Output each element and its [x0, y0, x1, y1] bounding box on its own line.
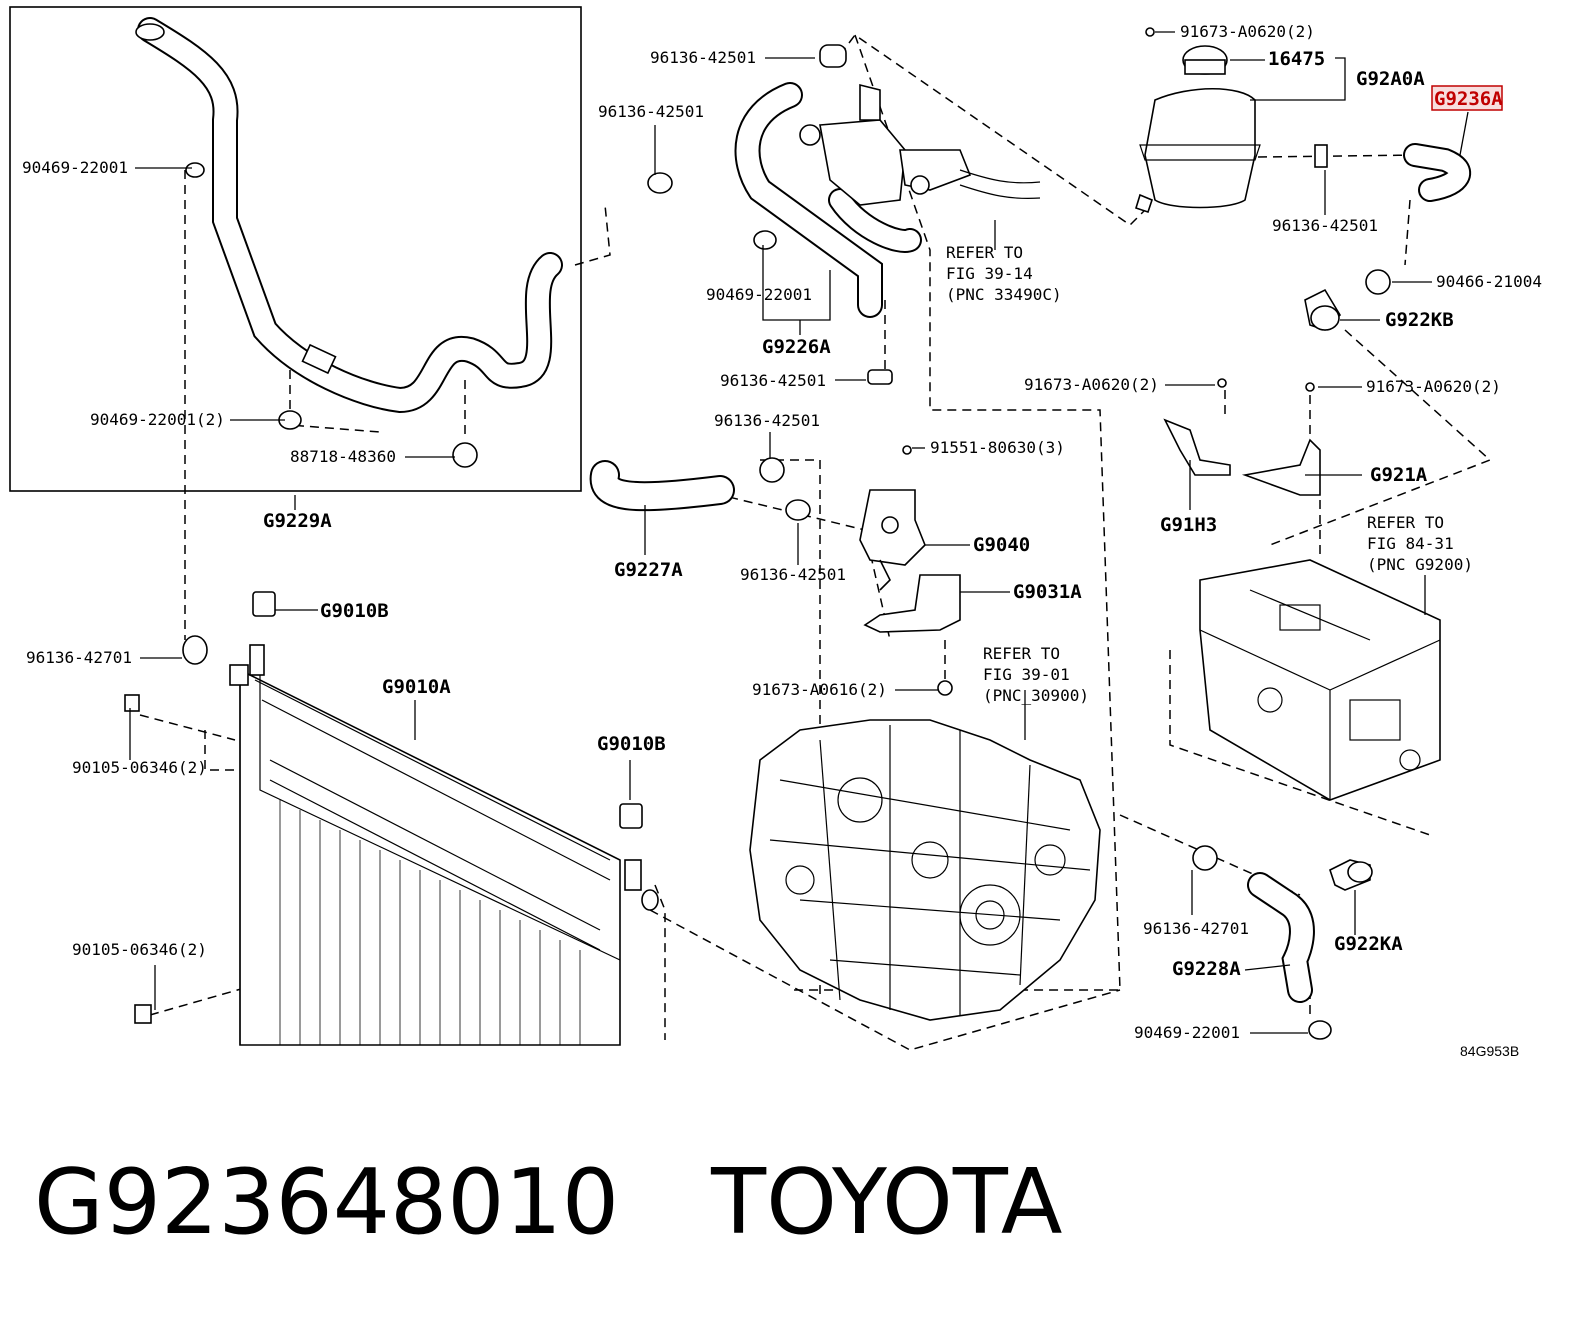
hose-g9227a [589, 460, 735, 512]
label-96136-42701-a: 96136-42701 [26, 648, 132, 667]
diagram-id: 84G953B [1460, 1043, 1519, 1059]
label-96136-42501-c: 96136-42501 [720, 371, 826, 390]
inset-frame [9, 6, 582, 492]
label-96136-42501-a: 96136-42501 [650, 48, 756, 67]
part-footer: G923648010 TOYOTA [34, 1150, 1062, 1255]
ref-fig-84-31: REFER TO FIG 84-31 (PNC G9200) [1367, 513, 1473, 574]
label-16475: 16475 [1268, 48, 1325, 70]
label-g922ka: G922KA [1334, 933, 1403, 955]
label-91673-a0616-2: 91673-A0616(2) [752, 680, 887, 699]
clamps [182, 44, 1391, 1040]
label-91673-a0620-2c: 91673-A0620(2) [1366, 377, 1501, 396]
transaxle [749, 719, 1101, 1021]
connector-g922kb [1304, 288, 1342, 331]
connector-g922ka [1329, 859, 1373, 891]
label-96136-42501-f: 96136-42501 [1272, 216, 1378, 235]
inverter [1199, 559, 1441, 801]
label-90105-06346-2b: 90105-06346(2) [72, 940, 207, 959]
ref-fig-39-01: REFER TO FIG 39-01 (PNC_30900) [983, 644, 1089, 705]
highlight-box [1431, 85, 1503, 111]
label-90469-22001-b: 90469-22001 [706, 285, 812, 304]
hose-g9236a [1403, 143, 1471, 202]
reservoir-tank [1135, 27, 1328, 214]
label-g9228a: G9228A [1172, 958, 1241, 980]
ref-39-01-line3: (PNC_30900) [983, 686, 1089, 705]
label-96136-42501-e: 96136-42501 [740, 565, 846, 584]
ref-39-01-line2: FIG 39-01 [983, 665, 1070, 684]
hose-g9228a [1247, 872, 1315, 1003]
label-g921a: G921A [1370, 464, 1428, 486]
label-g9236a[interactable]: G9236A [1434, 88, 1503, 110]
label-91673-a0620-2b: 91673-A0620(2) [1024, 375, 1159, 394]
brackets [1163, 378, 1321, 496]
label-g9031a: G9031A [1013, 581, 1082, 603]
part-number: G923648010 [34, 1150, 620, 1255]
radiator-g9010a [124, 591, 659, 1046]
label-88718-48360: 88718-48360 [290, 447, 396, 466]
label-96136-42701-b: 96136-42701 [1143, 919, 1249, 938]
ref-84-31-line2: FIG 84-31 [1367, 534, 1454, 553]
label-91551-80630-3: 91551-80630(3) [930, 438, 1065, 457]
hose-g9229a [135, 17, 563, 414]
label-g9226a: G9226A [762, 336, 831, 358]
ref-84-31-line1: REFER TO [1367, 513, 1444, 532]
label-90469-22001-2: 90469-22001(2) [90, 410, 225, 429]
label-g9229a: G9229A [263, 510, 332, 532]
valve-assembly [799, 83, 1041, 206]
label-g9227a: G9227A [614, 559, 683, 581]
label-g922kb: G922KB [1385, 309, 1454, 331]
ref-39-14-line1: REFER TO [946, 243, 1023, 262]
ref-39-14-line3: (PNC 33490C) [946, 285, 1062, 304]
ref-84-31-line3: (PNC G9200) [1367, 555, 1473, 574]
label-g9010b-b: G9010B [597, 733, 666, 755]
label-90105-06346-2a: 90105-06346(2) [72, 758, 207, 777]
label-g9010b-a: G9010B [320, 600, 389, 622]
parts-diagram: 90469-22001 90469-22001(2) 88718-48360 G… [9, 6, 1542, 1059]
label-90466-21004: 90466-21004 [1436, 272, 1542, 291]
label-96136-42501-b: 96136-42501 [598, 102, 704, 121]
ref-fig-39-14: REFER TO FIG 39-14 (PNC 33490C) [946, 243, 1062, 304]
label-96136-42501-d: 96136-42501 [714, 411, 820, 430]
hose-g9226a [734, 82, 922, 318]
label-g9010a: G9010A [382, 676, 451, 698]
label-90469-22001-c: 90469-22001 [1134, 1023, 1240, 1042]
pump-g9040 [859, 445, 926, 591]
leader-lines [129, 31, 1469, 1034]
label-g91h3: G91H3 [1160, 514, 1217, 536]
label-g92a0a: G92A0A [1356, 68, 1425, 90]
ref-39-14-line2: FIG 39-14 [946, 264, 1033, 283]
label-g9040: G9040 [973, 534, 1030, 556]
label-90469-22001-a: 90469-22001 [22, 158, 128, 177]
bracket-g9031a [863, 574, 961, 696]
label-91673-a0620-2a: 91673-A0620(2) [1180, 22, 1315, 41]
ref-39-01-line1: REFER TO [983, 644, 1060, 663]
brand-name: TOYOTA [711, 1150, 1063, 1255]
